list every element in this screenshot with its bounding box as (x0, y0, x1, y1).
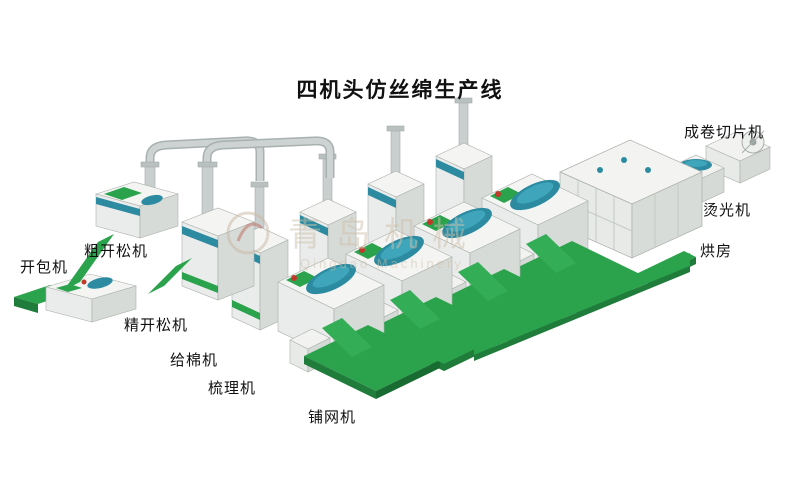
watermark-cn-text: 青岛机械 (288, 216, 480, 254)
label-cross-lapper: 铺网机 (308, 409, 357, 426)
label-roll-slicing-machine: 成卷切片机 (684, 124, 765, 141)
transfer-belt-graphic (64, 234, 114, 290)
page-title: 四机头仿丝绵生产线 (296, 79, 504, 102)
coarse-opener-graphic (94, 161, 180, 239)
bale-opener-graphic (14, 273, 138, 323)
watermark-en-text: Qingdao Machinery (300, 256, 464, 271)
label-drying-oven: 烘房 (700, 243, 733, 260)
roll-slicing-machine-graphic (705, 130, 771, 184)
air-duct-pipes (145, 136, 335, 181)
watermark: 青岛机械 Qingdao Machinery (226, 211, 480, 271)
label-fine-opener: 精开松机 (124, 317, 189, 334)
collector-belt-graphic (474, 253, 690, 361)
label-carding-machine: 梳理机 (208, 380, 257, 397)
label-cotton-feeder: 给棉机 (170, 352, 219, 369)
label-bale-opener: 开包机 (20, 259, 69, 276)
fine-opener-graphic (148, 161, 255, 301)
label-ironing-machine: 烫光机 (703, 202, 752, 219)
label-coarse-opener: 粗开松机 (84, 243, 149, 260)
drying-oven-graphic (559, 139, 703, 259)
